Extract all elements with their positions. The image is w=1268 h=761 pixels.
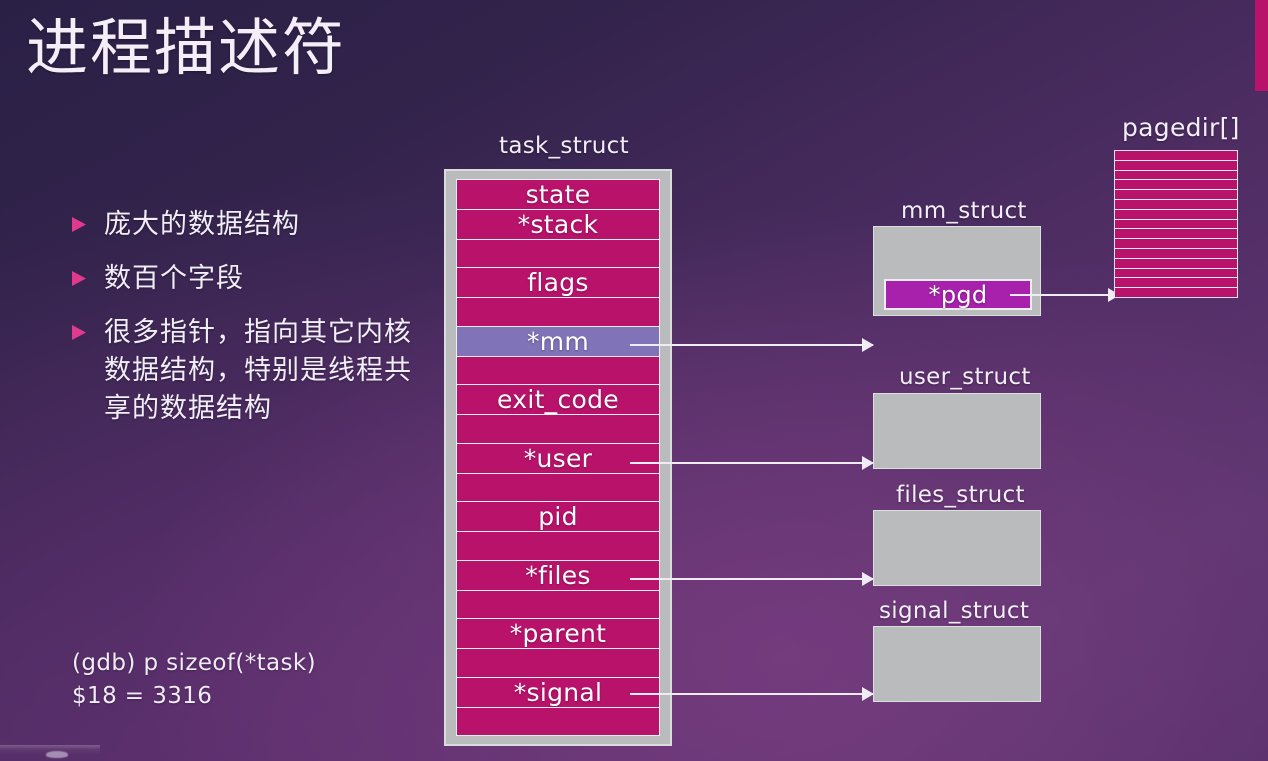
row-label: *mm xyxy=(526,326,590,356)
arrow-head-files xyxy=(862,572,874,586)
table-row[interactable] xyxy=(456,355,660,386)
row-label: pid xyxy=(538,502,578,532)
table-row[interactable]: *parent xyxy=(456,618,660,650)
task-struct-row-list: state *stack flags *mm exit_code *user p… xyxy=(456,179,660,736)
row-label: state xyxy=(525,180,591,209)
bullet-text: 很多指针，指向其它内核数据结构，特别是线程共享的数据结构 xyxy=(104,317,412,424)
bullet-list: 庞大的数据结构 数百个字段 很多指针，指向其它内核数据结构，特别是线程共享的数据… xyxy=(72,206,432,444)
list-item: 庞大的数据结构 xyxy=(72,206,432,244)
bullet-text: 庞大的数据结构 xyxy=(104,209,300,240)
pgd-label: *pgd xyxy=(928,280,988,309)
bottom-decoration-dot xyxy=(46,751,68,758)
table-row[interactable] xyxy=(456,589,660,620)
pagedir-row xyxy=(1115,239,1237,249)
pagedir-row xyxy=(1115,180,1237,191)
signal-struct-label: signal_struct xyxy=(879,598,1030,624)
row-label: *stack xyxy=(517,210,599,239)
mm-struct-label: mm_struct xyxy=(901,198,1027,224)
triangle-bullet-icon xyxy=(72,217,86,232)
table-row[interactable]: *user xyxy=(456,442,660,474)
table-row[interactable] xyxy=(456,239,660,269)
connector-signal xyxy=(630,693,873,695)
table-row[interactable]: flags xyxy=(456,267,660,299)
gdb-result: $18 = 3316 xyxy=(72,683,213,709)
pagedir-row xyxy=(1115,278,1237,289)
task-struct-box: state *stack flags *mm exit_code *user p… xyxy=(444,169,672,746)
table-row-mm[interactable]: *mm xyxy=(456,325,660,357)
user-struct-box[interactable] xyxy=(873,393,1041,469)
pagedir-row xyxy=(1115,288,1237,297)
table-row[interactable] xyxy=(456,648,660,678)
pagedir-row xyxy=(1115,151,1237,161)
table-row[interactable] xyxy=(456,472,660,503)
signal-struct-box[interactable] xyxy=(873,626,1041,702)
task-struct-label: task_struct xyxy=(499,133,629,159)
files-struct-label: files_struct xyxy=(896,482,1025,508)
pagedir-row xyxy=(1115,171,1237,181)
row-label: *files xyxy=(525,560,591,590)
pagedir-row xyxy=(1115,269,1237,279)
pagedir-row xyxy=(1115,190,1237,200)
bullet-text: 数百个字段 xyxy=(104,263,244,294)
row-label: exit_code xyxy=(497,385,619,415)
page-title: 进程描述符 xyxy=(26,11,347,84)
table-row[interactable] xyxy=(456,297,660,327)
files-struct-box[interactable] xyxy=(873,510,1041,586)
table-row[interactable]: exit_code xyxy=(456,384,660,416)
table-row[interactable]: state xyxy=(456,179,660,210)
pagedir-row xyxy=(1115,161,1237,171)
list-item: 数百个字段 xyxy=(72,260,432,298)
connector-files xyxy=(630,578,873,580)
triangle-bullet-icon xyxy=(72,325,86,340)
arrow-head-signal xyxy=(862,687,874,701)
pagedir-label: pagedir[] xyxy=(1122,113,1240,142)
table-row[interactable]: *files xyxy=(456,559,660,591)
connector-user xyxy=(630,462,873,464)
row-label: flags xyxy=(527,268,589,298)
accent-bar xyxy=(1255,0,1268,91)
connector-mm xyxy=(630,344,873,346)
row-label: *signal xyxy=(513,677,603,707)
gdb-command: (gdb) p sizeof(*task) xyxy=(72,650,316,676)
pagedir-row xyxy=(1115,249,1237,259)
row-label: *user xyxy=(523,443,593,473)
gdb-output-block: (gdb) p sizeof(*task) $18 = 3316 xyxy=(72,647,316,713)
table-row[interactable]: *signal xyxy=(456,676,660,708)
pagedir-box[interactable] xyxy=(1114,150,1238,298)
pagedir-row xyxy=(1115,200,1237,210)
arrow-head-mm xyxy=(862,338,874,352)
arrow-head-user xyxy=(862,456,874,470)
pgd-field[interactable]: *pgd xyxy=(884,279,1032,310)
pagedir-row xyxy=(1115,220,1237,230)
triangle-bullet-icon xyxy=(72,271,86,286)
list-item: 很多指针，指向其它内核数据结构，特别是线程共享的数据结构 xyxy=(72,314,432,428)
table-row[interactable] xyxy=(456,414,660,444)
pagedir-row xyxy=(1115,210,1237,220)
row-label: *parent xyxy=(509,619,607,649)
table-row[interactable]: pid xyxy=(456,501,660,533)
pagedir-row xyxy=(1115,229,1237,240)
table-row[interactable] xyxy=(456,706,660,736)
pagedir-row xyxy=(1115,259,1237,269)
table-row[interactable] xyxy=(456,531,660,561)
user-struct-label: user_struct xyxy=(899,364,1031,390)
table-row[interactable]: *stack xyxy=(456,209,660,240)
connector-pgd xyxy=(1010,294,1120,296)
